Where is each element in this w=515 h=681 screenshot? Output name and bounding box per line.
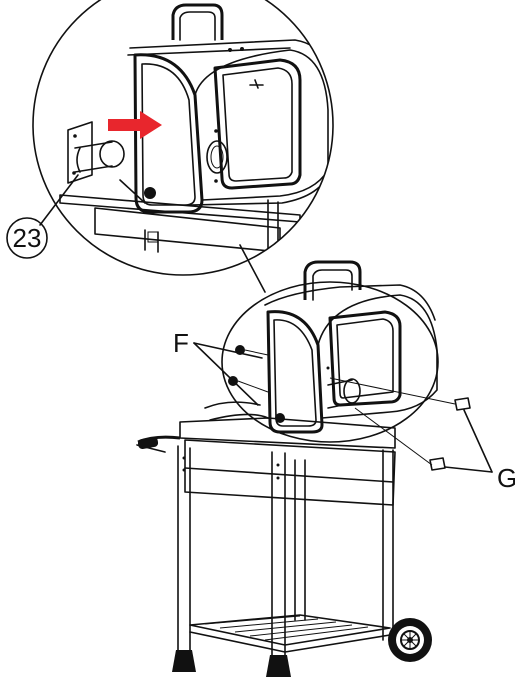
fastener-f-label: F	[173, 328, 189, 358]
fastener-g-group: G	[330, 378, 515, 493]
detail-lid	[128, 5, 330, 212]
detail-view	[33, 0, 333, 275]
part-callout: 23	[7, 175, 78, 258]
main-grill-view: F G	[137, 262, 515, 677]
detail-cart-frame	[60, 180, 300, 262]
fastener-f-group: F	[173, 328, 268, 405]
fastener-g-label: G	[497, 463, 515, 493]
detail-circle	[33, 0, 333, 275]
detail-chimney-pipe	[68, 122, 124, 183]
main-wheel	[388, 618, 432, 662]
main-firebox	[137, 402, 395, 505]
part-number-label: 23	[13, 223, 42, 253]
main-legs	[172, 446, 393, 677]
main-bottom-shelf	[190, 615, 390, 652]
main-lid	[265, 285, 437, 432]
